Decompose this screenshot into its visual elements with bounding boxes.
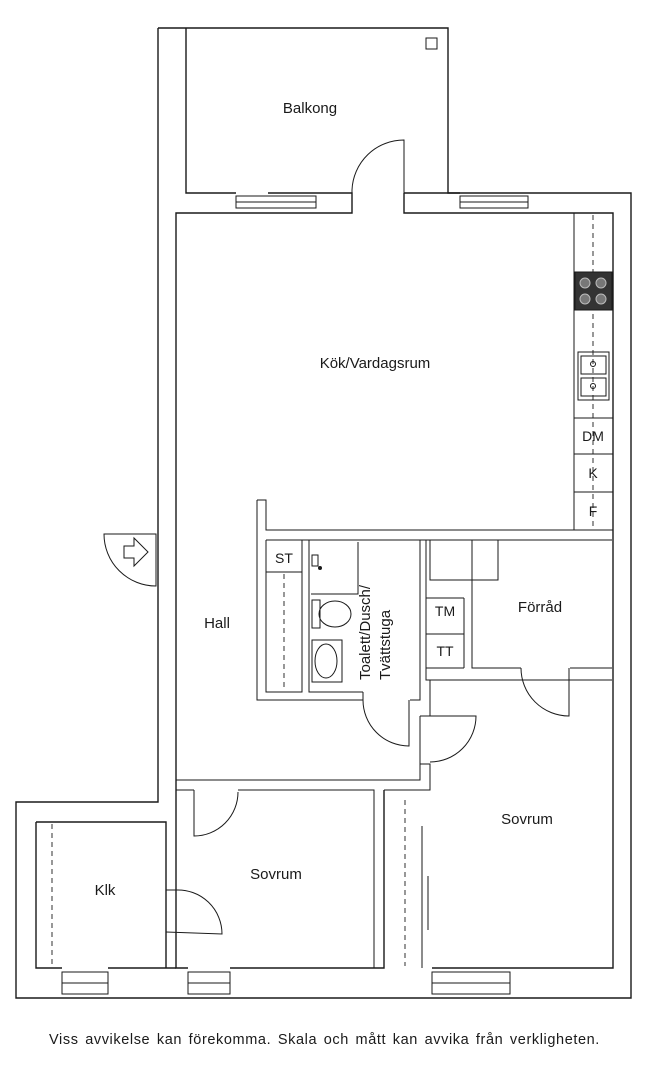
label-washer: TT [436, 643, 454, 659]
exterior-walls [15, 27, 632, 999]
disclaimer-text: Viss avvikelse kan förekomma. Skala och … [49, 1032, 600, 1048]
label-fridge: K [588, 465, 598, 481]
shower-icon [311, 542, 359, 595]
label-balcony: Balkong [283, 100, 337, 117]
floor-plan: Balkong Kök/Vardagsrum Hall Toalett/Dusc… [15, 27, 632, 999]
label-bedroom-left: Sovrum [250, 866, 302, 883]
dashed-lines [51, 215, 594, 966]
toilet-icon [311, 599, 352, 629]
label-bedroom-right: Sovrum [501, 811, 553, 828]
windows [61, 195, 529, 995]
label-freezer: F [589, 503, 598, 519]
label-dryer: TM [435, 603, 455, 619]
doors [103, 37, 570, 935]
interior-walls [165, 213, 613, 968]
label-bathroom-line2: Tvättstuga [377, 609, 394, 680]
label-dishwasher: DM [582, 428, 604, 444]
room-labels: Balkong Kök/Vardagsrum Hall Toalett/Dusc… [95, 100, 563, 899]
kitchen-sink-icon [577, 351, 610, 401]
stove-icon [574, 271, 613, 311]
label-walk-in-closet: Klk [95, 882, 116, 899]
label-bathroom-line1: Toalett/Dusch/ [357, 584, 374, 680]
fixture-labels: DM K F ST TM TT [275, 428, 604, 659]
label-hall: Hall [204, 615, 230, 632]
label-kitchen-living: Kök/Vardagsrum [320, 355, 431, 372]
label-closet-st: ST [275, 550, 293, 566]
washbasin-icon [311, 639, 343, 683]
label-storage: Förråd [518, 599, 562, 616]
